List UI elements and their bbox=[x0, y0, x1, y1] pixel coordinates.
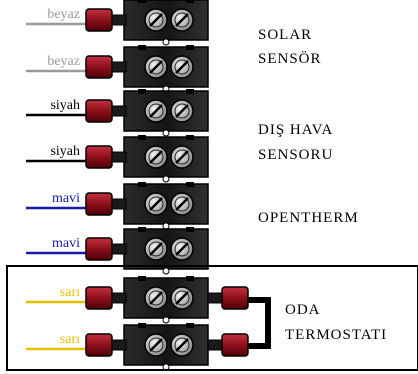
screw-icon bbox=[170, 145, 194, 169]
screw-icon bbox=[144, 286, 168, 310]
screw-icon bbox=[144, 145, 168, 169]
wire-7 bbox=[26, 333, 127, 357]
screw-icon bbox=[144, 55, 168, 79]
screw-icon bbox=[170, 237, 194, 261]
wire-1 bbox=[26, 55, 127, 79]
label-opentherm: OPENTHERM bbox=[258, 210, 359, 226]
terminal-block bbox=[123, 0, 209, 46]
thermostat-jumper-wire bbox=[248, 297, 271, 349]
screw-icon bbox=[144, 333, 168, 357]
terminal-block bbox=[123, 89, 209, 137]
ferrule-icon bbox=[85, 99, 127, 123]
screw-icon bbox=[144, 99, 168, 123]
screw-icon bbox=[170, 286, 194, 310]
label-sensor: SENSÖR bbox=[258, 50, 322, 67]
wire-label: mavi bbox=[52, 236, 80, 251]
ferrule-icon bbox=[85, 286, 127, 310]
wire-0 bbox=[26, 8, 127, 32]
wire-label: mavi bbox=[52, 191, 80, 206]
wire-label: beyaz bbox=[47, 7, 80, 22]
wire-label: sarı bbox=[60, 332, 80, 347]
ferrule-icon bbox=[85, 237, 127, 261]
terminal-block bbox=[123, 45, 209, 93]
screw-icon bbox=[144, 237, 168, 261]
wire-label: beyaz bbox=[47, 54, 80, 69]
wire-4 bbox=[26, 192, 127, 216]
wire-label: sarı bbox=[60, 285, 80, 300]
screw-icon bbox=[144, 192, 168, 216]
screw-icon bbox=[170, 55, 194, 79]
thermostat-box bbox=[6, 265, 418, 371]
ferrule-icon bbox=[85, 8, 127, 32]
terminal-block bbox=[123, 323, 209, 371]
ferrule-icon bbox=[85, 192, 127, 216]
ferrule-icon bbox=[85, 55, 127, 79]
terminal-block bbox=[123, 227, 209, 275]
label-sensoru: SENSORU bbox=[258, 147, 333, 163]
wire-label: siyah bbox=[50, 98, 80, 113]
label-termostati: TERMOSTATI bbox=[285, 327, 387, 343]
wire-3 bbox=[26, 145, 127, 169]
label-oda: ODA bbox=[285, 302, 321, 318]
wire-5 bbox=[26, 237, 127, 261]
wire-label: siyah bbox=[50, 144, 80, 159]
wire-6 bbox=[26, 286, 127, 310]
screw-icon bbox=[170, 333, 194, 357]
screw-icon bbox=[144, 8, 168, 32]
ferrule-icon bbox=[85, 145, 127, 169]
terminal-block bbox=[123, 182, 209, 230]
jumper-ferrule-icon bbox=[207, 333, 249, 357]
screw-icon bbox=[170, 192, 194, 216]
label-dis-hava: DIŞ HAVA bbox=[258, 122, 333, 138]
terminal-block bbox=[123, 276, 209, 324]
ferrule-icon bbox=[85, 333, 127, 357]
screw-icon bbox=[170, 8, 194, 32]
screw-icon bbox=[170, 99, 194, 123]
wire-2 bbox=[26, 99, 127, 123]
terminal-block bbox=[123, 135, 209, 183]
label-solar: SOLAR bbox=[258, 27, 312, 43]
jumper-ferrule-icon bbox=[207, 286, 249, 310]
